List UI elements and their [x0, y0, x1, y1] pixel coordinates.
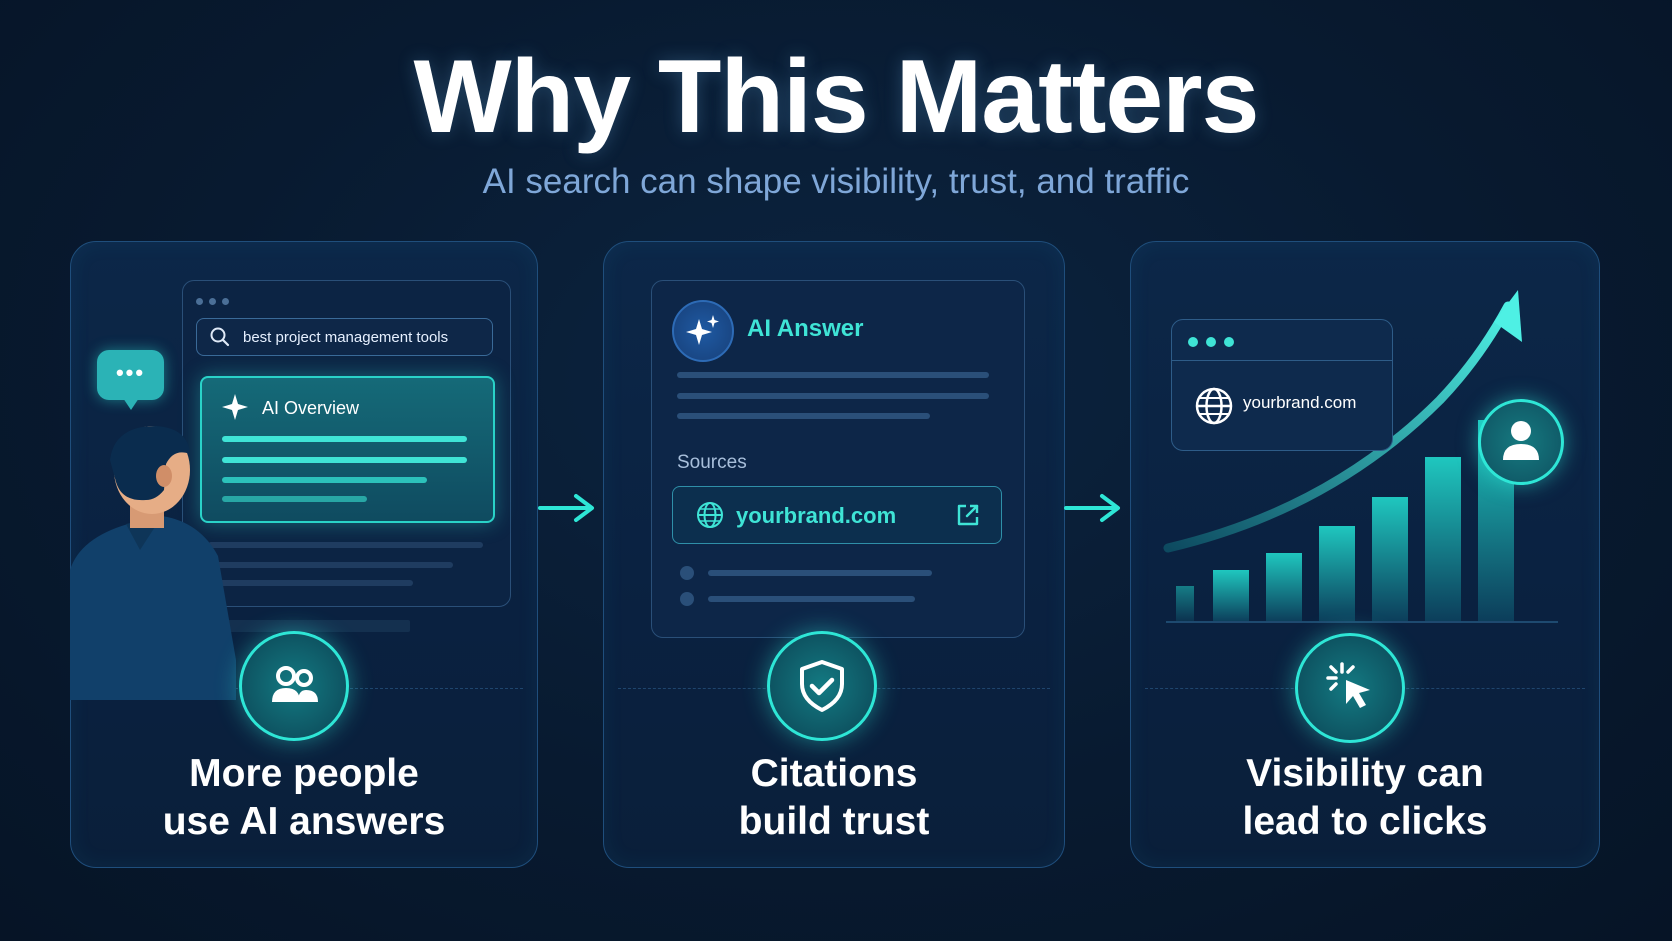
site-window: [1171, 319, 1393, 451]
cursor-click-icon: [1326, 662, 1370, 708]
overview-line: [222, 477, 427, 483]
caption-line-1: Visibility can: [1246, 752, 1484, 795]
growth-arrow-head: [1494, 290, 1522, 342]
caption-line-2: build trust: [738, 800, 930, 843]
card-caption: Visibility can lead to clicks: [1131, 750, 1599, 846]
caption-line-2: lead to clicks: [1242, 800, 1488, 843]
search-icon: [210, 327, 230, 347]
overview-line: [222, 457, 467, 463]
ai-answer-label: AI Answer: [747, 315, 864, 342]
source-link[interactable]: yourbrand.com: [672, 486, 1002, 544]
growth-bar: [1425, 457, 1461, 622]
caption-line-1: Citations: [750, 752, 918, 795]
growth-curve: [1163, 301, 1513, 553]
search-input[interactable]: best project management tools: [196, 318, 493, 356]
window-divider: [1172, 360, 1392, 361]
caption-line-1: More people: [189, 752, 419, 795]
globe-icon: [1195, 387, 1233, 425]
ai-overview-label: AI Overview: [262, 398, 360, 418]
card-caption: More people use AI answers: [71, 750, 537, 846]
users-badge: [239, 631, 349, 741]
users-icon: [272, 666, 318, 702]
result-line: [208, 542, 483, 548]
answer-line: [677, 413, 930, 419]
growth-bar: [1213, 570, 1249, 622]
caption-line-2: use AI answers: [162, 800, 446, 843]
flow-arrow-icon: [1064, 494, 1120, 522]
globe-icon: [697, 502, 723, 528]
result-line: [208, 580, 413, 586]
shield-badge: [767, 631, 877, 741]
page-subtitle: AI search can shape visibility, trust, a…: [482, 162, 1190, 201]
click-badge: [1295, 633, 1405, 743]
overview-line: [222, 436, 467, 442]
answer-line: [677, 393, 989, 399]
ai-overview-panel: AI Overview: [200, 376, 495, 523]
sparkle-icon: [222, 394, 248, 420]
card-caption: Citations build trust: [604, 750, 1064, 846]
growth-bar: [1372, 497, 1408, 622]
overview-line: [222, 496, 367, 502]
site-url: yourbrand.com: [1243, 393, 1357, 412]
flow-arrow-icon: [538, 494, 594, 522]
result-line: [208, 562, 453, 568]
source-url: yourbrand.com: [736, 503, 897, 528]
visitor-avatar: [1478, 399, 1564, 485]
growth-bar: [1176, 586, 1194, 622]
sources-label: Sources: [677, 452, 747, 473]
answer-line: [677, 372, 989, 378]
window-dots: [196, 292, 229, 310]
user-icon: [1503, 421, 1539, 460]
page-title: Why This Matters: [413, 39, 1260, 155]
search-query: best project management tools: [243, 329, 449, 346]
list-line: [708, 596, 915, 602]
growth-bar: [1319, 526, 1355, 622]
growth-bar: [1266, 553, 1302, 622]
monitor-base: [225, 620, 410, 632]
person-illustration: [70, 426, 236, 700]
ai-answer-avatar: [672, 300, 734, 362]
external-link-icon: [957, 504, 979, 526]
window-dots: [1188, 334, 1234, 352]
shield-check-icon: [800, 660, 844, 712]
chat-bubble-icon: •••: [97, 350, 164, 410]
sparkles-icon: [686, 315, 719, 345]
list-bullet: [680, 566, 694, 580]
list-line: [708, 570, 932, 576]
list-bullet: [680, 592, 694, 606]
